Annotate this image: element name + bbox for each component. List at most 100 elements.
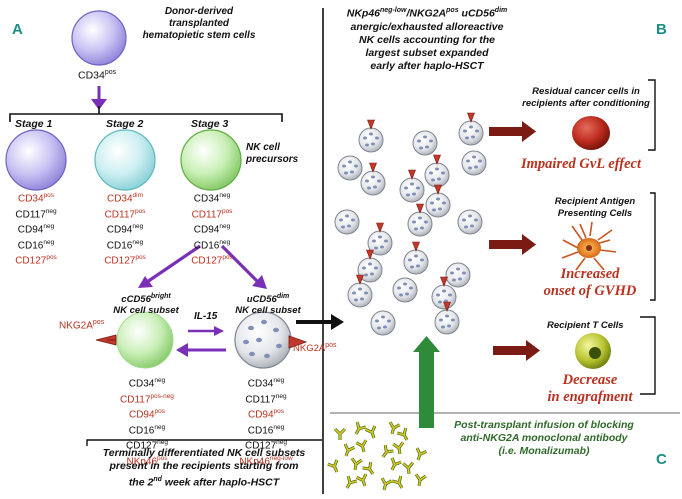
arrow-to-apc: [522, 234, 536, 255]
arrow-to-cd56dim: [252, 275, 267, 289]
nk-cell: [392, 277, 418, 303]
marker-cd16: CD16neg: [193, 238, 231, 251]
antibody: [391, 440, 407, 457]
green-arrow-shaft: [419, 350, 434, 428]
marker-cd127: CD127pos: [104, 254, 146, 267]
stage3-cell: [180, 129, 242, 191]
nk-cell: [461, 150, 487, 176]
antibody: [401, 461, 416, 476]
nk-cell: [370, 310, 396, 336]
marker-cd16: CD16neg: [128, 423, 166, 436]
marker-cd94: CD94neg: [106, 223, 144, 236]
antibody: [341, 474, 359, 492]
marker-cd94: CD94pos: [128, 408, 166, 421]
tcell: [575, 333, 611, 369]
nk-cell: [399, 169, 425, 203]
marker-cd34: CD34neg: [193, 192, 231, 205]
cd56dim-cell: [234, 311, 292, 369]
panel-a-label: A: [12, 21, 23, 38]
nk-cell: [458, 112, 484, 146]
nk-cell: [425, 184, 451, 218]
gvl-effect: Impaired GvL effect: [521, 156, 641, 172]
antibody: [364, 424, 381, 442]
gvhd-effect: Increased onset of GVHD: [543, 266, 637, 299]
antibody: [326, 458, 344, 476]
subsets-bracket: [86, 439, 322, 446]
marker-cd34: CD34neg: [247, 377, 285, 390]
stage1-title: Stage 1: [15, 118, 53, 130]
antibody: [354, 438, 371, 455]
nk-cell: [358, 119, 384, 153]
marker-cd16: CD16neg: [17, 238, 55, 251]
nk-cell: [337, 155, 363, 181]
antibody: [377, 476, 394, 493]
bottom-note: Terminally differentiated NK cell subset…: [102, 447, 306, 489]
antibody: [333, 427, 347, 442]
apc-label: Recipient Antigen Presenting Cells: [554, 196, 636, 219]
marker-cd94: CD94neg: [17, 223, 55, 236]
nkg2a-receptor: [412, 241, 420, 252]
stage2-title: Stage 2: [106, 118, 144, 130]
nkg2a-receptor: [416, 203, 424, 214]
antibody: [348, 456, 364, 473]
nkg2a-receptor: [434, 184, 442, 195]
marker-cd94: CD94neg: [193, 223, 231, 236]
nk-cell: [424, 154, 450, 188]
bracket-apc: [650, 192, 656, 301]
nk-cell: [445, 262, 471, 288]
marker-cd127: CD127pos: [191, 254, 233, 267]
cd56bright-cell: [116, 311, 174, 369]
marker-cd127: CD127neg: [126, 439, 168, 452]
nk-cell: [334, 209, 360, 235]
tcell-label: Recipient T Cells: [547, 320, 624, 331]
cd56dim-title: uCD56dim NK cell subset: [235, 293, 301, 317]
il15-arrow-left: [176, 343, 188, 357]
antibody: [377, 443, 395, 462]
cancer-cell: [572, 116, 610, 150]
marker-nkp46: NKp46pos: [126, 454, 168, 467]
antibody: [412, 472, 428, 489]
nk-cell: [412, 130, 438, 156]
nkg2a-right-label: NKG2Apos: [293, 342, 337, 355]
marker-cd117: CD117pos-neg: [120, 392, 174, 405]
antibody: [390, 474, 408, 492]
antibody: [355, 472, 372, 490]
nkg2a-receptor-right: [288, 335, 308, 349]
nkg2a-receptor: [408, 169, 416, 180]
precursor-label: NK cell precursors: [246, 142, 299, 165]
panel-b-label: B: [656, 21, 667, 38]
nkg2a-receptor: [376, 222, 384, 233]
nkg2a-receptor: [467, 112, 475, 123]
nkg2a-receptor: [366, 249, 374, 260]
nkg2a-receptor: [440, 276, 448, 287]
donor-marker: CD34pos: [78, 69, 117, 82]
nk-cell: [457, 209, 483, 235]
arrow-to-cancer: [522, 121, 536, 142]
donor-stem-cell: [71, 10, 127, 66]
stage2-cell: [94, 129, 156, 191]
antibody: [395, 426, 413, 444]
stage1-cell: [5, 129, 67, 191]
marker-cd34: CD34neg: [128, 377, 166, 390]
antibody: [350, 420, 368, 438]
donor-caption: Donor-derived transplanted hematopietic …: [142, 6, 256, 41]
nkg2a-receptor: [367, 119, 375, 130]
cancer-label: Residual cancer cells in recipients afte…: [522, 86, 650, 109]
nk-cell: [360, 162, 386, 196]
marker-cd127: CD127neg: [245, 439, 287, 452]
marker-cd127: CD127pos: [15, 254, 57, 267]
nkg2a-receptor: [433, 154, 441, 165]
marker-cd34: CD34pos: [17, 192, 55, 205]
arrow-to-expanded: [331, 314, 344, 330]
marker-cd117: CD117pos: [191, 207, 233, 220]
antibody: [411, 446, 428, 464]
marker-cd117: CD117pos: [104, 207, 146, 220]
cd56bright-title: cCD56bright NK cell subset: [113, 293, 179, 317]
marker-cd34: CD34dim: [106, 192, 144, 205]
